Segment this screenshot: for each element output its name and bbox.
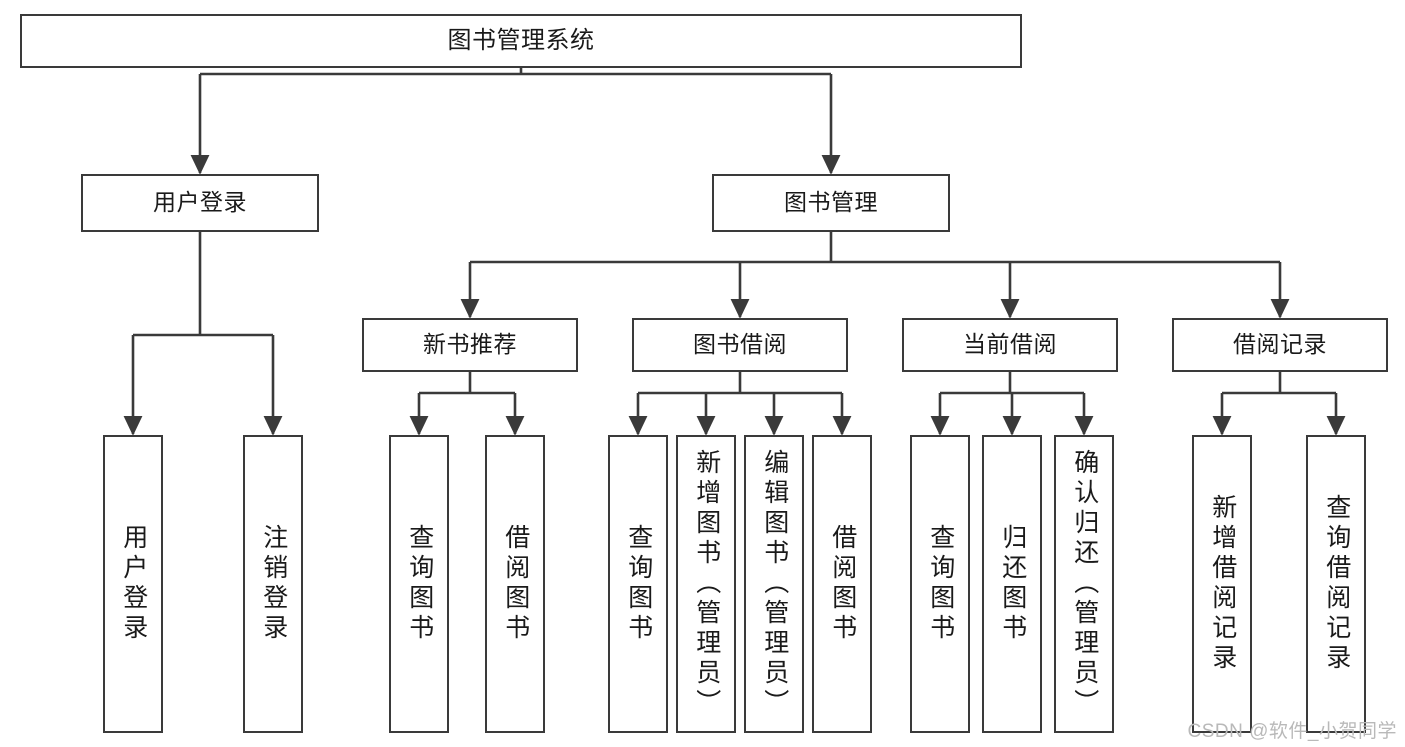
node-current-borrow[interactable]: 当前借阅 [902, 318, 1118, 372]
node-user-login-label: 用户登录 [153, 189, 247, 216]
leaf-query-borrow-record-label: 查询借阅记录 [1322, 494, 1351, 674]
leaf-add-borrow-record-label: 新增借阅记录 [1208, 494, 1237, 674]
leaf-query-borrow-record[interactable]: 查询借阅记录 [1306, 435, 1366, 733]
leaf-borrow-book-recommend-label: 借阅图书 [501, 524, 530, 644]
leaf-add-book-label: 新增图书（管理员） [692, 449, 721, 719]
leaf-query-book-current[interactable]: 查询图书 [910, 435, 970, 733]
node-root[interactable]: 图书管理系统 [20, 14, 1022, 68]
leaf-query-book-recommend-label: 查询图书 [405, 524, 434, 644]
node-new-book-recommend[interactable]: 新书推荐 [362, 318, 578, 372]
leaf-confirm-return-label: 确认归还（管理员） [1070, 449, 1099, 719]
leaf-query-book-borrow[interactable]: 查询图书 [608, 435, 668, 733]
leaf-edit-book[interactable]: 编辑图书（管理员） [744, 435, 804, 733]
node-new-book-recommend-label: 新书推荐 [423, 331, 517, 358]
node-book-manage-label: 图书管理 [784, 189, 878, 216]
leaf-return-book[interactable]: 归还图书 [982, 435, 1042, 733]
leaf-user-logout-label: 注销登录 [259, 524, 288, 644]
leaf-borrow-book[interactable]: 借阅图书 [812, 435, 872, 733]
node-current-borrow-label: 当前借阅 [963, 331, 1057, 358]
leaf-borrow-book-label: 借阅图书 [828, 524, 857, 644]
leaf-user-login-label: 用户登录 [119, 524, 148, 644]
node-borrow-record[interactable]: 借阅记录 [1172, 318, 1388, 372]
node-user-login[interactable]: 用户登录 [81, 174, 319, 232]
csdn-watermark: CSDN @软件_小贺同学 [1187, 721, 1397, 742]
node-book-borrow-label: 图书借阅 [693, 331, 787, 358]
leaf-edit-book-label: 编辑图书（管理员） [760, 449, 789, 719]
leaf-query-book-borrow-label: 查询图书 [624, 524, 653, 644]
node-book-borrow[interactable]: 图书借阅 [632, 318, 848, 372]
leaf-return-book-label: 归还图书 [998, 524, 1027, 644]
leaf-borrow-book-recommend[interactable]: 借阅图书 [485, 435, 545, 733]
leaf-confirm-return[interactable]: 确认归还（管理员） [1054, 435, 1114, 733]
node-root-label: 图书管理系统 [447, 26, 595, 54]
leaf-user-logout[interactable]: 注销登录 [243, 435, 303, 733]
leaf-query-book-current-label: 查询图书 [926, 524, 955, 644]
leaf-user-login[interactable]: 用户登录 [103, 435, 163, 733]
leaf-add-borrow-record[interactable]: 新增借阅记录 [1192, 435, 1252, 733]
node-borrow-record-label: 借阅记录 [1233, 331, 1327, 358]
leaf-add-book[interactable]: 新增图书（管理员） [676, 435, 736, 733]
leaf-query-book-recommend[interactable]: 查询图书 [389, 435, 449, 733]
node-book-manage[interactable]: 图书管理 [712, 174, 950, 232]
